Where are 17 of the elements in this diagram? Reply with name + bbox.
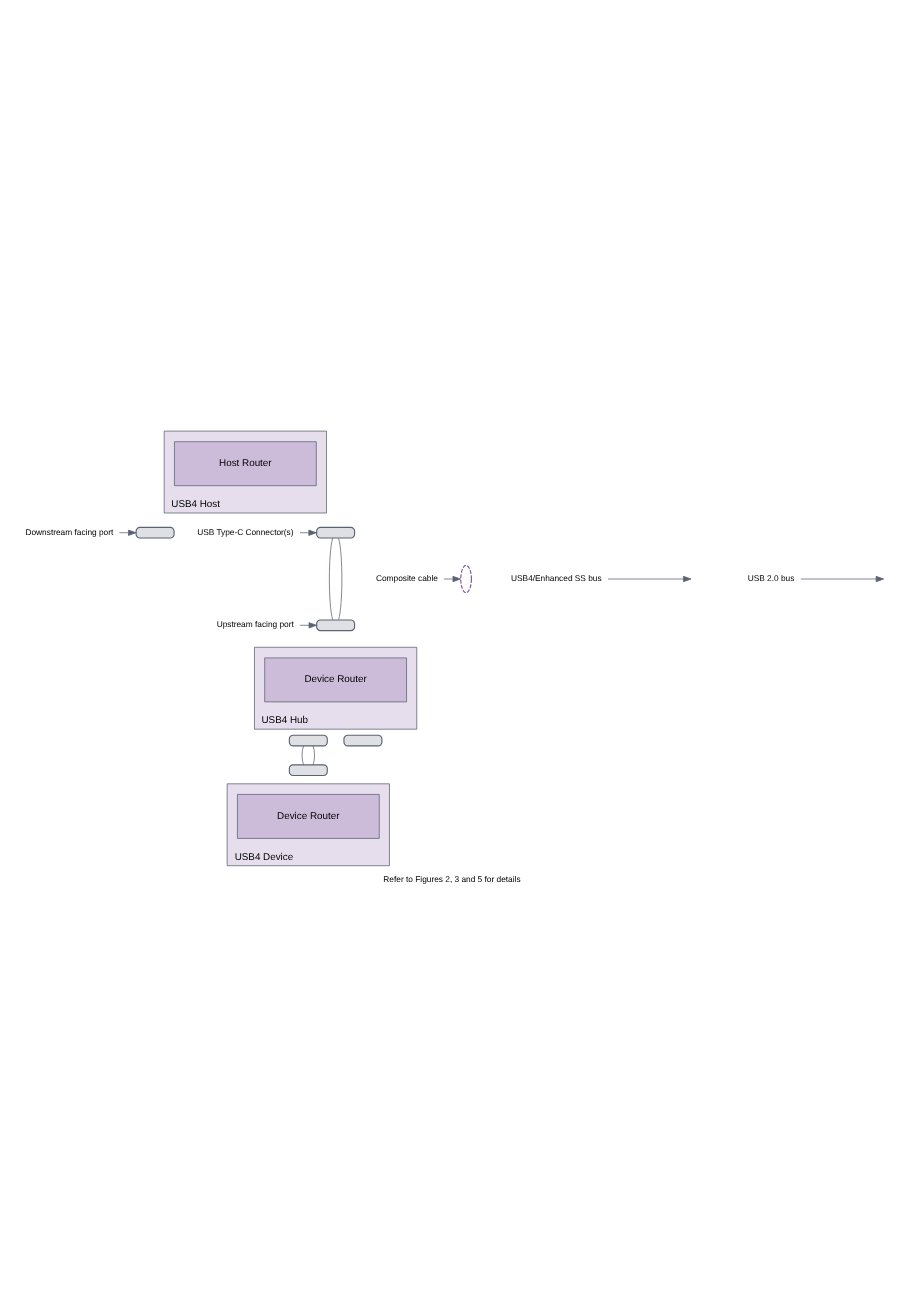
node-box (288, 764, 328, 777)
connector (312, 745, 315, 765)
connector (338, 537, 343, 621)
arrow (299, 529, 317, 536)
node-ellipse (460, 564, 472, 594)
connector (329, 537, 334, 621)
node-box (288, 734, 328, 747)
node-box (135, 526, 175, 539)
node-box (316, 526, 356, 539)
arrow (299, 622, 317, 629)
arrow (800, 576, 885, 583)
node-box (343, 734, 383, 747)
arrow (443, 576, 461, 583)
arrow (607, 576, 692, 583)
connector (301, 745, 304, 765)
node-box (316, 619, 356, 632)
arrow (118, 529, 137, 536)
